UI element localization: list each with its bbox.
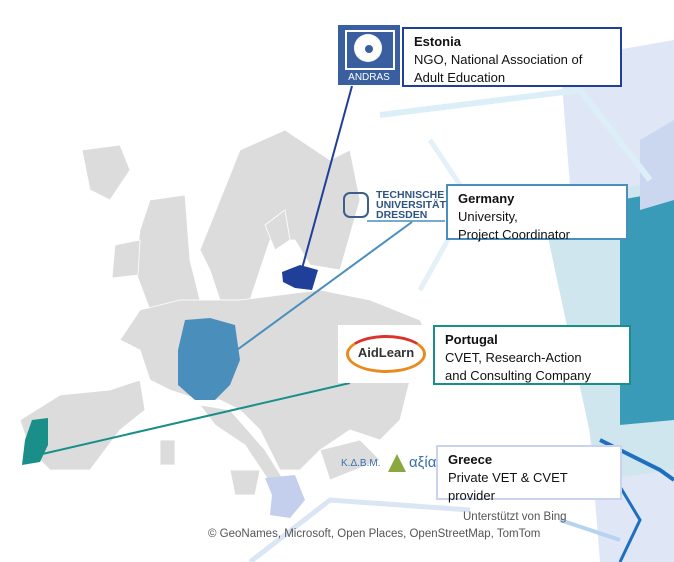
germany-country: Germany <box>458 191 515 206</box>
greece-country: Greece <box>448 452 493 467</box>
tu-dresden-logo: TECHNISCHE UNIVERSITÄT DRESDEN <box>343 190 447 222</box>
estonia-callout: Estonia NGO, National Association of Adu… <box>402 27 622 87</box>
portugal-country: Portugal <box>445 332 498 347</box>
estonia-connector <box>299 85 353 277</box>
aidlearn-logo: AidLearn <box>338 325 434 383</box>
germany-region <box>178 318 240 400</box>
estonia-country: Estonia <box>414 34 461 49</box>
germany-connector <box>229 221 413 356</box>
map-sources-attribution: © GeoNames, Microsoft, Open Places, Open… <box>208 528 541 540</box>
powered-by-bing: Unterstützt von Bing <box>463 511 567 523</box>
axia-emblem <box>388 454 406 472</box>
tu-dresden-emblem <box>343 192 369 218</box>
portugal-callout: Portugal CVET, Research-Action and Consu… <box>433 325 631 385</box>
greece-region <box>265 475 305 518</box>
estonia-region <box>282 265 318 290</box>
portugal-connector <box>37 382 351 456</box>
germany-callout: Germany University, Project Coordinator <box>446 184 628 242</box>
europe-landmass <box>19 129 431 496</box>
greece-callout: Greece Private VET & CVET provider <box>436 445 622 503</box>
andras-logo: ANDRAS <box>338 25 400 85</box>
kdbm-axia-logo: Κ.Δ.Β.Μ. αξία <box>341 454 437 472</box>
